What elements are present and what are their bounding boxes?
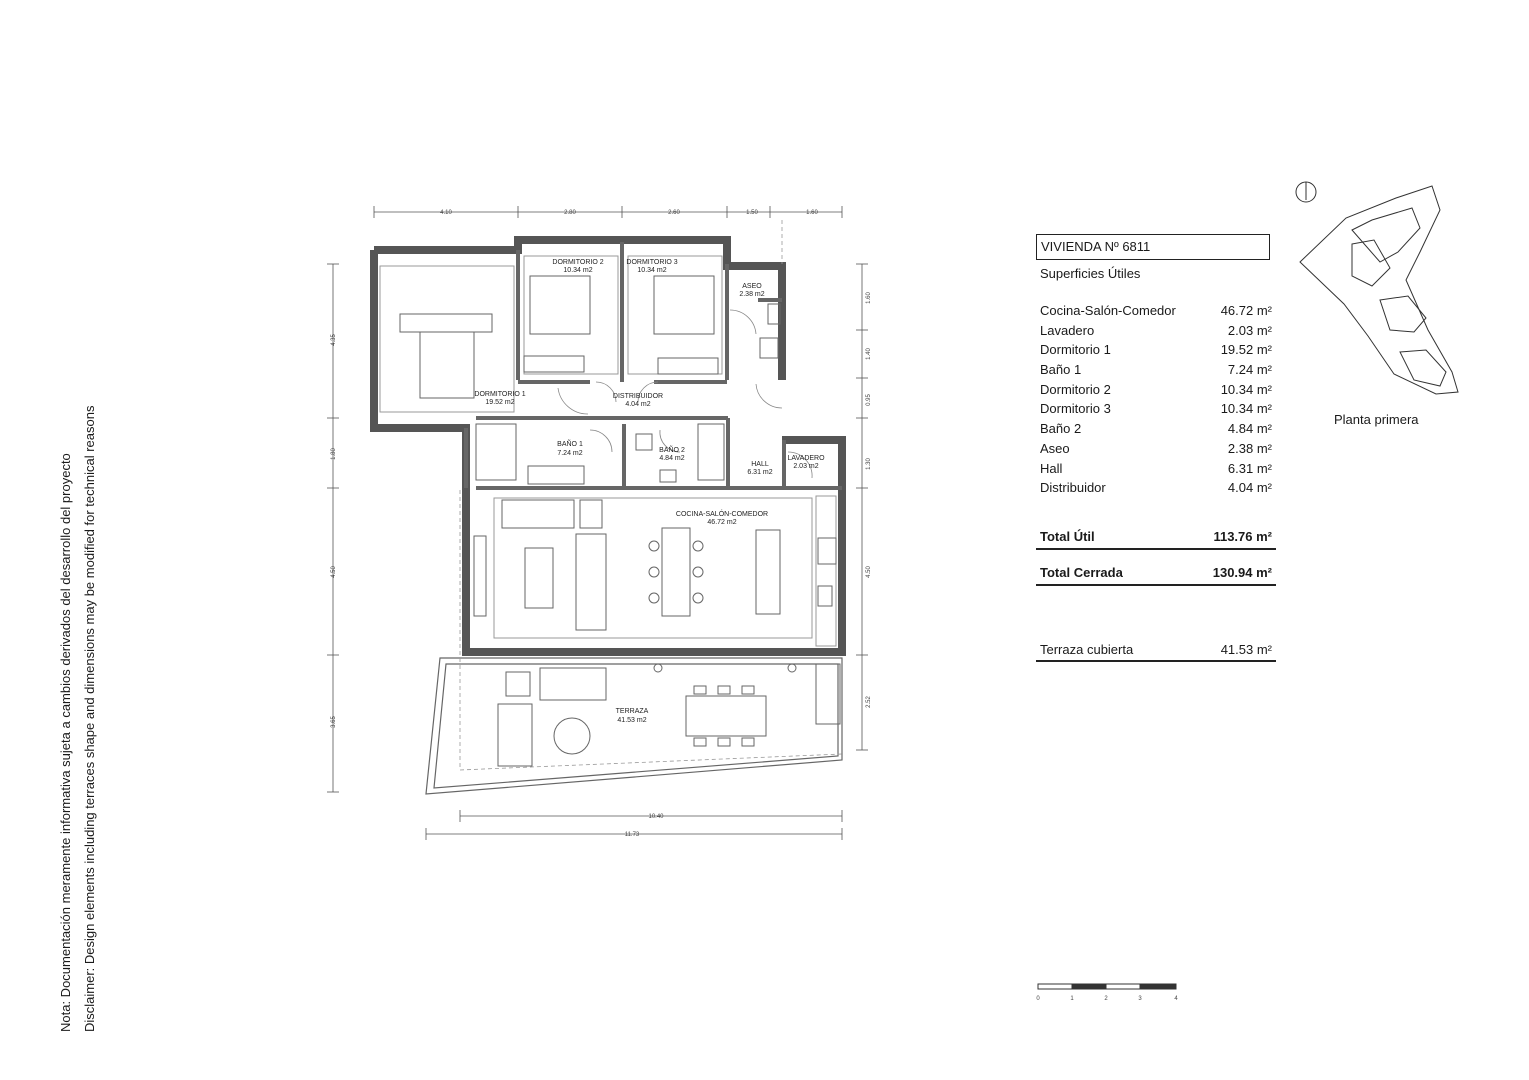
- area-name: Dormitorio 2: [1040, 381, 1111, 397]
- areas-list: Cocina-Salón-Comedor 46.72 m² Lavadero 2.0…: [1036, 301, 1276, 498]
- area-name: Lavadero: [1040, 322, 1095, 338]
- disclaimer-block: Nota: Documentación meramente informativ…: [54, 406, 102, 1032]
- area-row: Aseo 2.38 m²: [1036, 439, 1276, 459]
- area-value: 19.52 m²: [1220, 342, 1272, 358]
- dim-bottom-2: 11.73: [625, 832, 640, 838]
- area-value: 4.04 m²: [1227, 480, 1272, 496]
- area-name: Distribuidor: [1040, 480, 1106, 496]
- dim-top-2: 2.80: [564, 210, 576, 216]
- dim-top-4: 1.50: [746, 210, 758, 216]
- area-name: Hall: [1040, 460, 1063, 476]
- terraza-row: Terraza cubierta 41.53 m²: [1036, 640, 1276, 662]
- areas-subtitle: Superficies Útiles: [1040, 266, 1141, 281]
- room-hall-area: 6.31 m2: [747, 469, 772, 476]
- room-lavadero-area: 2.03 m2: [793, 463, 818, 470]
- room-terraza-area: 41.53 m2: [617, 717, 646, 724]
- scale-label-4: 4: [1174, 996, 1178, 1002]
- dim-right-6: 2.52: [866, 696, 872, 708]
- area-value: 46.72 m²: [1220, 303, 1272, 318]
- area-value: 7.24 m²: [1227, 362, 1272, 378]
- room-bano-2-name: BAÑO 2: [659, 445, 685, 454]
- total-cerrada: Total Cerrada 130.94 m²: [1036, 562, 1276, 586]
- area-value: 4.84 m²: [1227, 421, 1272, 437]
- room-hall-name: HALL: [751, 461, 769, 468]
- room-aseo-area: 2.38 m2: [739, 291, 764, 298]
- unit-title: VIVIENDA Nº 6811: [1036, 234, 1270, 260]
- area-row: Lavadero 2.03 m²: [1036, 321, 1276, 341]
- dim-left-1: 4.35: [331, 334, 337, 346]
- disclaimer-en: Disclaimer: Design elements including te…: [82, 405, 97, 1032]
- area-row: Cocina-Salón-Comedor 46.72 m²: [1036, 301, 1276, 321]
- room-cocina-name: COCINA-SALÓN-COMEDOR: [676, 509, 768, 518]
- room-dormitorio-1-name: DORMITORIO 1: [474, 391, 525, 398]
- room-distribuidor-area: 4.04 m2: [625, 401, 650, 408]
- room-bano-2-area: 4.84 m2: [659, 455, 684, 462]
- room-dormitorio-3-area: 10.34 m2: [637, 267, 666, 274]
- room-dormitorio-3-name: DORMITORIO 3: [626, 259, 677, 266]
- dim-right-3: 0.95: [866, 394, 872, 406]
- dim-bottom-1: 10.40: [648, 814, 664, 820]
- total-util: Total Útil 113.76 m²: [1036, 526, 1276, 550]
- area-row: Baño 2 4.84 m²: [1036, 419, 1276, 439]
- area-row: Baño 1 7.24 m²: [1036, 360, 1276, 380]
- dim-right-4: 1.30: [866, 458, 872, 470]
- room-dormitorio-2-area: 10.34 m2: [563, 267, 592, 274]
- dim-right-1: 1.60: [866, 292, 872, 304]
- area-row: Dormitorio 2 10.34 m²: [1036, 380, 1276, 400]
- area-row: Dormitorio 1 19.52 m²: [1036, 340, 1276, 360]
- dim-right-5: 4.50: [866, 566, 872, 578]
- area-row: Dormitorio 3 10.34 m²: [1036, 399, 1276, 419]
- area-row: Hall 6.31 m²: [1036, 459, 1276, 479]
- dim-top-3: 2.60: [668, 210, 680, 216]
- total-util-label: Total Útil: [1040, 528, 1095, 544]
- dim-right-2: 1.40: [866, 348, 872, 360]
- scale-label-1: 1: [1070, 996, 1074, 1002]
- dim-top-1: 4.10: [440, 210, 452, 216]
- room-dormitorio-2-name: DORMITORIO 2: [552, 259, 603, 266]
- disclaimer-es: Nota: Documentación meramente informativ…: [58, 453, 73, 1032]
- room-terraza-name: TERRAZA: [616, 708, 649, 715]
- terraza-label: Terraza cubierta: [1040, 641, 1134, 657]
- area-name: Aseo: [1040, 440, 1070, 456]
- area-value: 2.03 m²: [1227, 322, 1272, 338]
- dim-left-3: 4.50: [331, 566, 337, 578]
- area-name: Dormitorio 1: [1040, 342, 1111, 358]
- dim-left-4: 3.65: [331, 716, 337, 728]
- room-dormitorio-1-area: 19.52 m2: [485, 399, 514, 406]
- dim-top-5: 1.60: [806, 210, 818, 216]
- area-value: 2.38 m²: [1227, 440, 1272, 456]
- room-aseo-name: ASEO: [742, 283, 762, 290]
- area-name: Baño 2: [1040, 421, 1082, 437]
- area-row: Distribuidor 4.04 m²: [1036, 478, 1276, 498]
- total-cerrada-label: Total Cerrada: [1040, 564, 1123, 580]
- scale-label-0: 0: [1036, 996, 1040, 1002]
- area-value: 10.34 m²: [1220, 401, 1272, 417]
- key-plan-label: Planta primera: [1334, 412, 1419, 427]
- scale-label-2: 2: [1104, 996, 1108, 1002]
- total-util-value: 113.76 m²: [1213, 528, 1272, 544]
- total-cerrada-value: 130.94 m²: [1212, 564, 1272, 580]
- scale-label-3: 3: [1138, 996, 1142, 1002]
- terraza-value: 41.53 m²: [1220, 641, 1272, 657]
- room-distribuidor-name: DISTRIBUIDOR: [613, 393, 663, 400]
- area-value: 6.31 m²: [1227, 460, 1272, 476]
- room-cocina-area: 46.72 m2: [707, 519, 736, 526]
- areas-table: VIVIENDA Nº 6811 Superficies Útiles Coci…: [1036, 234, 1276, 662]
- area-value: 10.34 m²: [1220, 381, 1272, 397]
- area-name: Dormitorio 3: [1040, 401, 1111, 417]
- area-name: Baño 1: [1040, 362, 1082, 378]
- area-name: Cocina-Salón-Comedor: [1040, 303, 1176, 318]
- room-bano-1-area: 7.24 m2: [557, 450, 582, 457]
- dim-left-2: 1.80: [331, 448, 337, 460]
- room-lavadero-name: LAVADERO: [787, 455, 825, 462]
- room-bano-1-name: BAÑO 1: [557, 439, 583, 448]
